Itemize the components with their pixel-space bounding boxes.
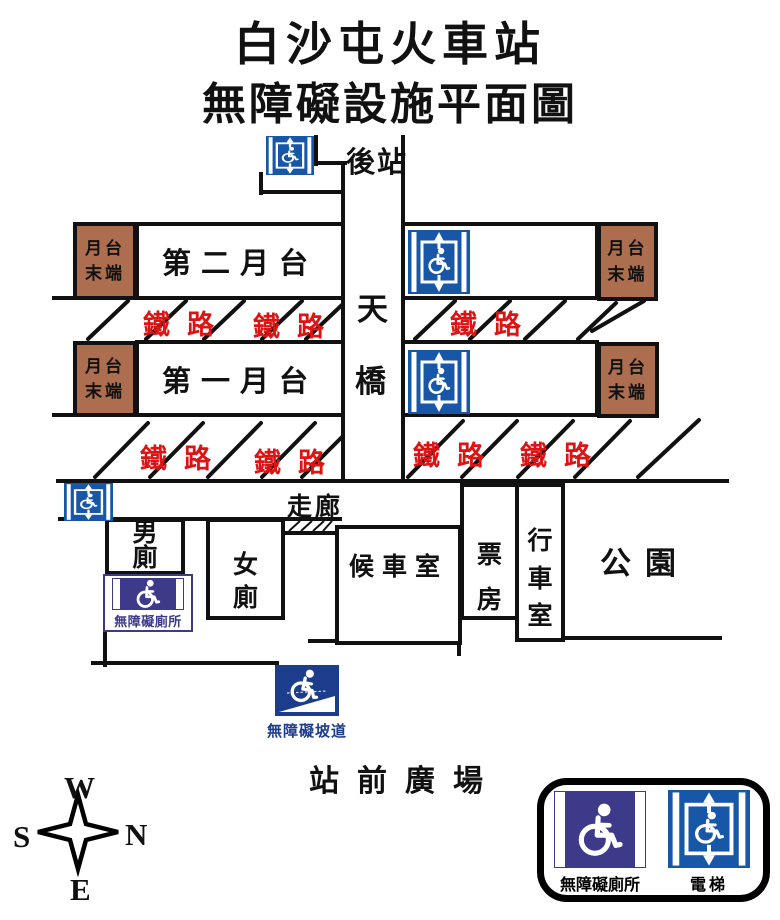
operation-room-char2: 車	[527, 565, 553, 593]
compass-rose	[37, 786, 119, 878]
platform-end-line1: 月台	[608, 357, 648, 377]
elevator-icon	[266, 136, 314, 175]
railway-label: 鐵路	[254, 448, 342, 478]
platform-end-line2: 末端	[607, 264, 648, 284]
railway-label: 鐵路	[253, 312, 341, 342]
mens-toilet-char2: 廁	[132, 544, 158, 572]
ticket-office-char2: 房	[476, 587, 502, 614]
back-station-label: 後站	[346, 147, 409, 179]
compass-bottom-label: E	[70, 872, 91, 907]
door-bar	[554, 791, 566, 868]
station-plaza-label: 站前廣場	[309, 765, 501, 798]
womens-toilet-char1: 女	[232, 552, 258, 579]
platform-end-line1: 月台	[607, 239, 648, 258]
accessible-toilet-glyph	[554, 791, 646, 868]
ticket-office: 票 房	[460, 483, 519, 620]
wheelchair-icon	[566, 791, 634, 868]
accessible-toilet-glyph	[112, 578, 184, 610]
platform-end-line2: 末端	[85, 264, 125, 283]
operation-room-char1: 行	[527, 528, 553, 555]
page-title: 白沙屯火車站	[234, 19, 546, 70]
mens-toilet-room: 男 廁	[105, 518, 185, 575]
accessible-toilet-icon	[551, 791, 649, 870]
door-bar	[112, 578, 121, 610]
door-bar	[634, 791, 646, 868]
railway-label: 鐵路	[413, 441, 501, 471]
bridge-char-1: 天	[357, 292, 388, 327]
elevator-icon	[408, 230, 470, 299]
platform-end-line1: 月台	[85, 238, 125, 258]
waiting-room-label: 候車室	[348, 554, 448, 581]
platform-end-line1: 月台	[85, 356, 125, 376]
wheelchair-icon	[121, 578, 175, 610]
platform-end-box: 月台 末端	[73, 222, 137, 300]
accessible-toilet-label: 無障礙廁所	[114, 614, 182, 629]
womens-toilet-room: 女 廁	[206, 518, 285, 620]
platform-2-label: 第二月台	[161, 248, 318, 280]
platform-end-line2: 末端	[608, 383, 648, 402]
operation-room-char3: 室	[527, 603, 553, 630]
platform-1-label: 第一月台	[161, 365, 318, 398]
railway-label: 鐵路	[140, 444, 228, 474]
waiting-room: 候車室	[335, 525, 462, 645]
corridor-label: 走廊	[287, 494, 344, 521]
accessible-ramp-icon	[275, 665, 339, 721]
operation-room: 行 車 室	[515, 483, 565, 642]
elevator-icon	[408, 350, 470, 419]
door-bar	[175, 578, 184, 610]
elevator-icon	[64, 483, 113, 526]
platform-1: 第一月台	[135, 340, 345, 417]
mens-toilet-char1: 男	[132, 520, 158, 547]
compass-right-label: N	[125, 817, 148, 852]
compass-top-label: W	[64, 770, 95, 805]
platform-end-box: 月台 末端	[73, 341, 137, 417]
ramp-path-lines	[91, 628, 279, 667]
ramp-strip-hatches	[288, 520, 333, 532]
compass-left-label: S	[13, 819, 31, 854]
railway-hatches-row1	[86, 299, 646, 341]
railway-hatches-row2	[93, 418, 701, 479]
legend-elevator-label: 電梯	[689, 877, 728, 894]
platform-end-box: 月台 末端	[597, 342, 659, 418]
platform-2: 第二月台	[135, 222, 345, 300]
page-subtitle: 無障礙設施平面圖	[202, 80, 578, 129]
accessible-toilet-icon: 無障礙廁所	[103, 574, 193, 632]
elevator-icon	[668, 790, 750, 873]
platform-edge-stubs	[52, 296, 78, 417]
platform-end-line2: 末端	[85, 382, 125, 401]
platform-end-box: 月台 末端	[597, 222, 658, 301]
accessible-ramp-label: 無障礙坡道	[266, 724, 347, 740]
bridge-char-2: 橋	[355, 364, 386, 399]
ticket-office-char1: 票	[476, 542, 502, 569]
back-station-walls	[259, 135, 405, 483]
womens-toilet-char2: 廁	[232, 584, 258, 612]
railway-label: 鐵路	[450, 310, 538, 340]
railway-label: 鐵路	[143, 310, 231, 340]
legend-toilet-label: 無障礙廁所	[559, 877, 640, 894]
park-label: 公園	[600, 546, 690, 581]
railway-label: 鐵路	[520, 441, 608, 471]
